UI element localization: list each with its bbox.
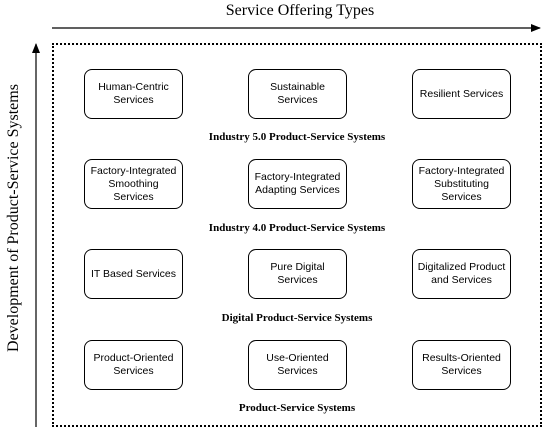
- service-box-digitalized-product: Digitalized Product and Services: [412, 249, 511, 299]
- service-box-smoothing: Factory-Integrated Smoothing Services: [84, 159, 183, 209]
- service-box-human-centric: Human-Centric Services: [84, 69, 183, 119]
- service-box-pure-digital: Pure Digital Services: [248, 249, 347, 299]
- row-label-digital-pss: Digital Product-Service Systems: [221, 312, 373, 324]
- service-box-use-oriented: Use-Oriented Services: [248, 340, 347, 390]
- row-label-pss: Product-Service Systems: [238, 402, 356, 414]
- service-box-substituting: Factory-Integrated Substituting Services: [412, 159, 511, 209]
- service-box-adapting: Factory-Integrated Adapting Services: [248, 159, 347, 209]
- row-label-industry-5: Industry 5.0 Product-Service Systems: [208, 131, 386, 143]
- diagram-frame: [52, 43, 542, 427]
- x-axis-label: Service Offering Types: [225, 2, 375, 19]
- service-box-product-oriented: Product-Oriented Services: [84, 340, 183, 390]
- service-box-sustainable: Sustainable Services: [248, 69, 347, 119]
- service-box-results-oriented: Results-Oriented Services: [412, 340, 511, 390]
- row-label-industry-4: Industry 4.0 Product-Service Systems: [208, 222, 386, 234]
- service-box-it-based: IT Based Services: [84, 249, 183, 299]
- service-box-resilient: Resilient Services: [412, 69, 511, 119]
